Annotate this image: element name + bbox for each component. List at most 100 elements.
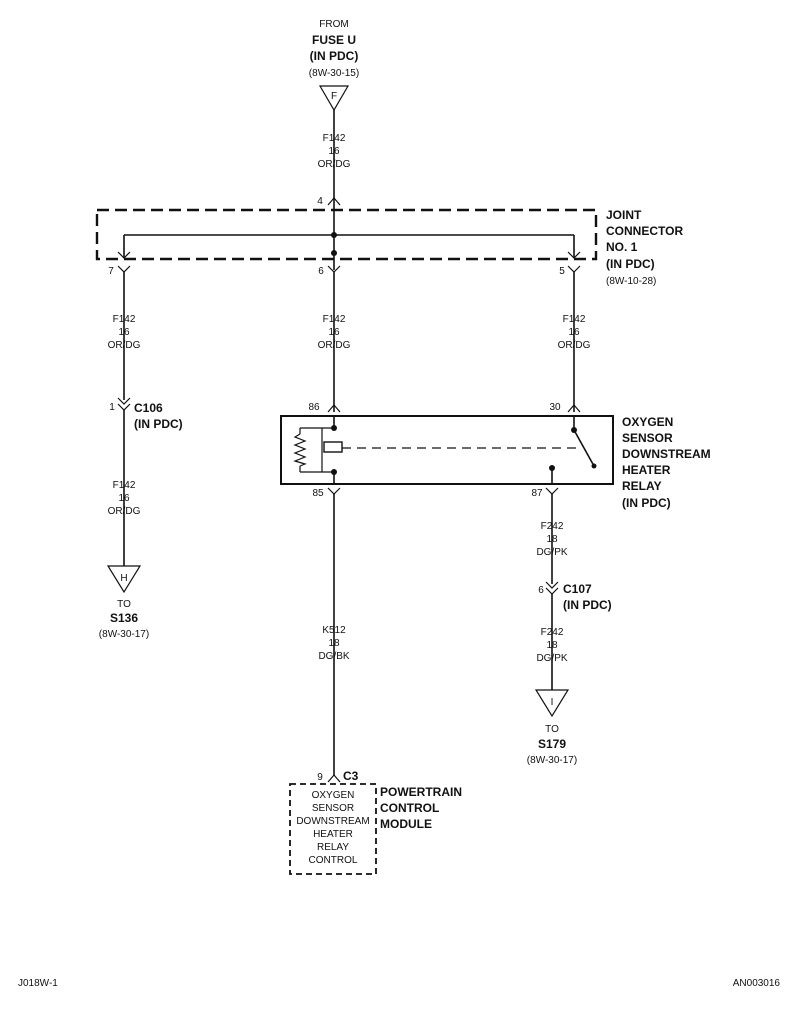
wire-f242-upper-color: DG/PK xyxy=(536,547,567,558)
wire-left-lower-gauge: 16 xyxy=(118,493,130,504)
pcm-pin: 9 xyxy=(317,772,323,783)
pcm-inner2: SENSOR xyxy=(312,803,354,814)
pin-7-label: 7 xyxy=(108,266,114,277)
splice-dot-mid xyxy=(331,250,337,256)
wire-left-gauge: 16 xyxy=(118,327,130,338)
wire-k512-gauge: 18 xyxy=(328,638,340,649)
relay-line2: SENSOR xyxy=(622,431,673,445)
wire-mid-gauge: 16 xyxy=(328,327,340,338)
footer-left-code: J018W-1 xyxy=(18,978,58,989)
wire-mid-color: OR/DG xyxy=(318,340,351,351)
wire-right-color: OR/DG xyxy=(558,340,591,351)
jc-ref: (8W-10-28) xyxy=(606,276,656,287)
wire-mid-circuit: F142 xyxy=(323,314,346,325)
fuse-ref: (8W-30-15) xyxy=(309,68,359,79)
s136-to: TO xyxy=(117,599,131,610)
pcm-inner1: OXYGEN xyxy=(312,790,355,801)
wire-k512-color: DG/BK xyxy=(318,651,349,662)
relay-line3: DOWNSTREAM xyxy=(622,447,711,461)
pin-86-label: 86 xyxy=(308,402,320,413)
wire-left-label: F142 16 OR/DG xyxy=(108,314,141,351)
wire-k512-circuit: K512 xyxy=(322,625,346,636)
s136-destination: H TO S136 (8W-30-17) xyxy=(99,565,149,640)
switch-blade-icon xyxy=(573,429,595,467)
wire-left-circuit: F142 xyxy=(113,314,136,325)
jc-line2: CONNECTOR xyxy=(606,224,683,238)
flag-i-letter: I xyxy=(551,697,554,708)
c106-location: (IN PDC) xyxy=(134,417,183,431)
fuse-name: FUSE U xyxy=(312,33,356,47)
pin-5-label: 5 xyxy=(559,266,565,277)
s179-destination: I TO S179 (8W-30-17) xyxy=(527,689,577,766)
c106-pin: 1 xyxy=(109,402,115,413)
flag-h-icon xyxy=(106,565,142,594)
relay-line1: OXYGEN xyxy=(622,415,673,429)
wire-in-color: OR/DG xyxy=(318,159,351,170)
wire-f242-upper-circuit: F242 xyxy=(541,521,564,532)
joint-connector-box xyxy=(95,208,598,261)
pcm-box xyxy=(289,783,377,875)
resistor-icon xyxy=(293,433,307,467)
pin-30-label: 30 xyxy=(549,402,561,413)
s179-to: TO xyxy=(545,724,559,735)
pcm-module: OXYGEN SENSOR DOWNSTREAM HEATER RELAY CO… xyxy=(289,783,377,875)
pcm-connector: C3 xyxy=(343,769,359,783)
pcm-line2: CONTROL xyxy=(380,801,439,815)
wire-left-lower-color: OR/DG xyxy=(108,506,141,517)
wire-left-lower-label: F142 16 OR/DG xyxy=(108,480,141,517)
pcm-inner3: DOWNSTREAM xyxy=(296,816,369,827)
pin-5-arrow-icon xyxy=(567,265,581,273)
splice-dot-top xyxy=(331,232,337,238)
wire-right-label: F142 16 OR/DG xyxy=(558,314,591,351)
pcm-inner6: CONTROL xyxy=(309,855,358,866)
s179-name: S179 xyxy=(538,737,566,751)
c107-name: C107 xyxy=(563,582,592,596)
pcm-inner5: RELAY xyxy=(317,842,349,853)
relay-body xyxy=(280,415,614,485)
relay-line6: (IN PDC) xyxy=(622,496,671,510)
from-label: FROM xyxy=(319,19,348,30)
coil-icon xyxy=(323,441,343,453)
pcm-label: POWERTRAIN CONTROL MODULE xyxy=(380,785,462,831)
pin-87-arrow-icon xyxy=(545,487,559,495)
pin-6-label: 6 xyxy=(318,266,324,277)
wire-f242-lower-circuit: F242 xyxy=(541,627,564,638)
flag-h-letter: H xyxy=(120,573,127,584)
pcm-line3: MODULE xyxy=(380,817,432,831)
pin-9-arrow-icon xyxy=(327,774,341,783)
flag-f-letter: F xyxy=(331,91,337,102)
wire-left-lower-circuit: F142 xyxy=(113,480,136,491)
flag-f-icon xyxy=(318,85,350,112)
wire-f242-lower-label: F242 18 DG/PK xyxy=(536,627,567,664)
c106-name: C106 xyxy=(134,401,163,415)
wire-mid-label: F142 16 OR/DG xyxy=(318,314,351,351)
pin-4-label: 4 xyxy=(317,196,323,207)
pcm-inner4: HEATER xyxy=(313,829,353,840)
jc-line1: JOINT xyxy=(606,208,642,222)
wire-f242-lower-gauge: 18 xyxy=(546,640,558,651)
wire-right-circuit: F142 xyxy=(563,314,586,325)
wire-in-gauge: 16 xyxy=(328,146,340,157)
wire-f242-upper-gauge: 18 xyxy=(546,534,558,545)
pin-86-arrow-icon xyxy=(327,404,341,413)
wire-in-circuit: F142 xyxy=(323,133,346,144)
s179-ref: (8W-30-17) xyxy=(527,755,577,766)
jc-line3: NO. 1 xyxy=(606,240,638,254)
wire-right-gauge: 16 xyxy=(568,327,580,338)
relay-line4: HEATER xyxy=(622,463,671,477)
relay-line5: RELAY xyxy=(622,479,662,493)
relay-box xyxy=(280,415,614,485)
footer-right-code: AN003016 xyxy=(733,978,781,989)
pin-87-label: 87 xyxy=(531,488,543,499)
wire-k512-label: K512 18 DG/BK xyxy=(318,625,349,662)
joint-arrow-right-inner-icon xyxy=(567,251,581,259)
c107-location: (IN PDC) xyxy=(563,598,612,612)
wire-f242-upper-label: F242 18 DG/PK xyxy=(536,521,567,558)
switch-tip-dot xyxy=(591,463,597,469)
wire-in-label: F142 16 OR/DG xyxy=(318,133,351,170)
fuse-location: (IN PDC) xyxy=(310,49,359,63)
pin-85-label: 85 xyxy=(312,488,324,499)
pin-7-arrow-icon xyxy=(117,265,131,273)
flag-i-icon xyxy=(534,689,570,718)
